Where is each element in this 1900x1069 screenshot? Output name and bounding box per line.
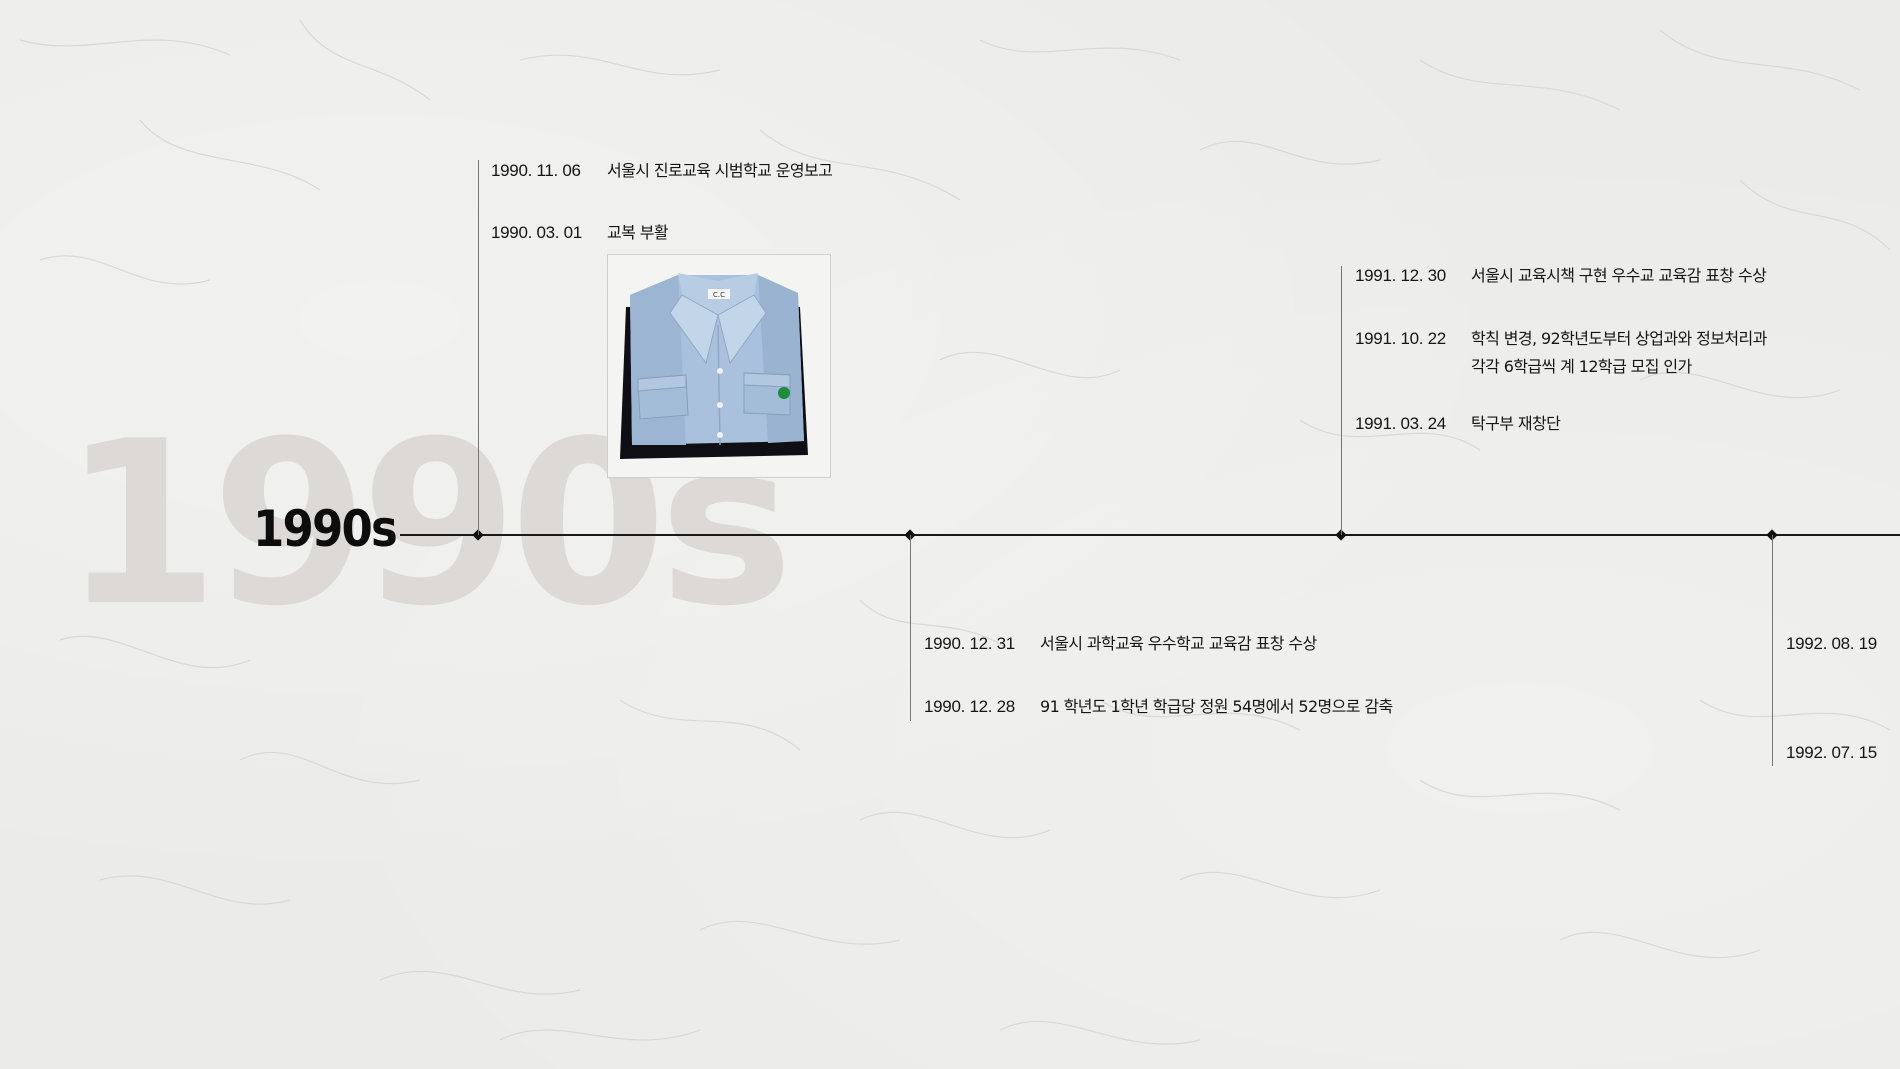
event-date: 1992. 08. 19	[1786, 634, 1877, 653]
event-date: 1992. 07. 15	[1786, 743, 1877, 762]
event-description: 학칙 변경, 92학년도부터 상업과와 정보처리과	[1471, 329, 1767, 348]
era-title: 1990s	[253, 500, 398, 558]
event-date: 1991. 10. 22	[1355, 329, 1446, 348]
shirt-label-text: C.C	[713, 291, 725, 299]
uniform-photo: C.C	[607, 254, 831, 478]
event-description-line2: 각각 6학급씩 계 12학급 모집 인가	[1471, 357, 1692, 376]
school-uniform-shirt-image: C.C	[620, 273, 808, 459]
event-description: 91 학년도 1학년 학급당 정원 54명에서 52명으로 감축	[1040, 697, 1393, 716]
timeline-stem-1990-b	[910, 535, 911, 721]
event-date: 1990. 03. 01	[491, 223, 582, 242]
event-date: 1990. 12. 28	[924, 697, 1015, 716]
event-date: 1991. 03. 24	[1355, 414, 1446, 433]
event-date: 1990. 12. 31	[924, 634, 1015, 653]
timeline-axis	[400, 534, 1900, 536]
event-description: 탁구부 재창단	[1471, 414, 1561, 433]
event-description: 서울시 과학교육 우수학교 교육감 표창 수상	[1040, 634, 1317, 653]
event-date: 1991. 12. 30	[1355, 266, 1446, 285]
timeline-stem-1990-a	[478, 160, 479, 535]
timeline-stem-1991	[1341, 266, 1342, 535]
timeline-stem-1992	[1772, 535, 1773, 766]
event-date: 1990. 11. 06	[491, 161, 581, 180]
event-description: 교복 부활	[607, 223, 669, 242]
event-description: 서울시 진로교육 시범학교 운영보고	[607, 161, 833, 180]
event-description: 서울시 교육시책 구현 우수교 교육감 표창 수상	[1471, 266, 1767, 285]
